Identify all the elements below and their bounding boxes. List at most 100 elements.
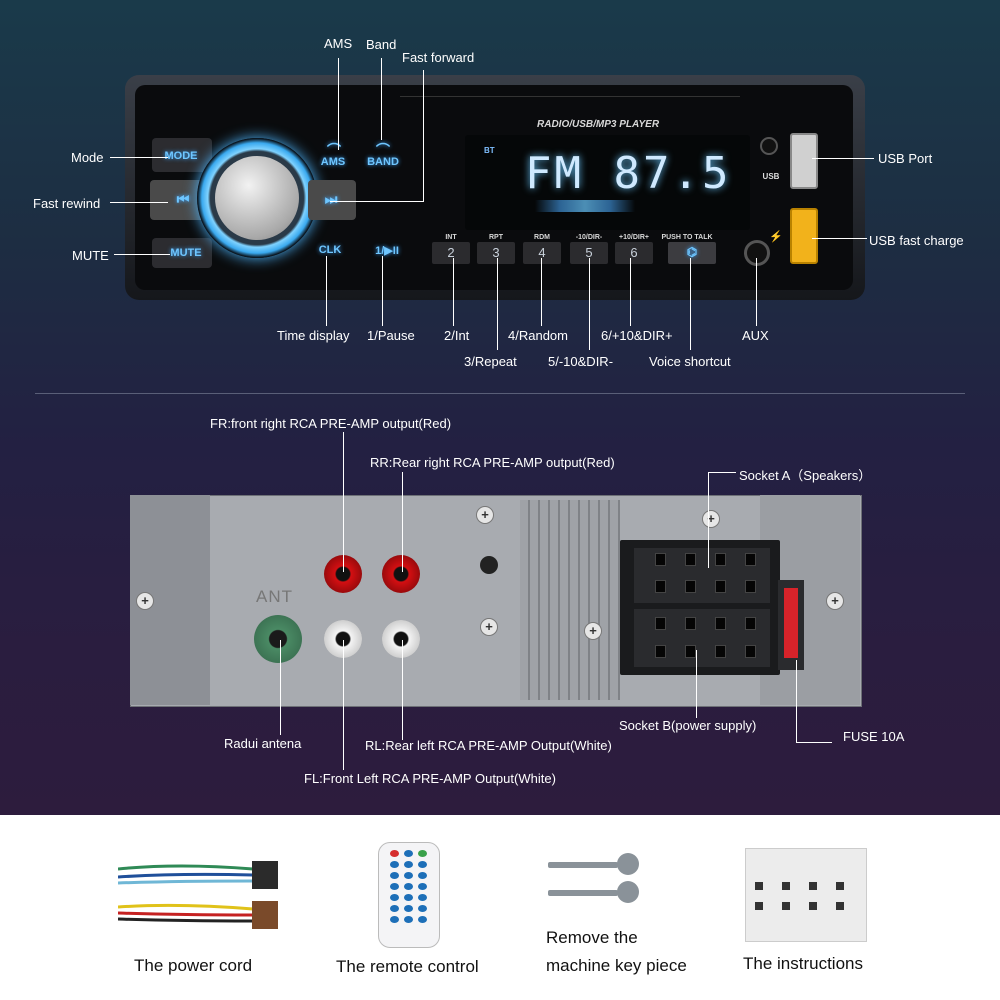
remote-button xyxy=(404,850,413,857)
usb-port[interactable] xyxy=(790,133,818,189)
rewind-icon: ⏮ xyxy=(176,191,190,207)
remote-button xyxy=(418,905,427,912)
ant-label: ANT xyxy=(256,587,293,606)
screw-mid: + xyxy=(480,618,498,636)
socket-b-pin xyxy=(655,645,666,658)
remote-button xyxy=(404,894,413,901)
mount-hole xyxy=(480,556,498,574)
remote-button xyxy=(390,883,399,890)
label-radio-antenna: Radui antena xyxy=(224,736,302,751)
label-aux: AUX xyxy=(742,328,769,343)
label-fl: FL:Front Left RCA PRE-AMP Output(White) xyxy=(304,771,556,786)
remote-button xyxy=(390,861,399,868)
ams-icon: ⌒ xyxy=(327,142,341,158)
ams-button[interactable]: AMS xyxy=(320,156,346,168)
preset-key-3[interactable]: 3 xyxy=(477,242,515,264)
instruction-icon xyxy=(755,882,763,890)
screw-top: + xyxy=(476,506,494,524)
fast-forward-button[interactable] xyxy=(308,180,356,220)
socket-b-pin xyxy=(685,645,696,658)
mode-button-label: MODE xyxy=(164,150,198,162)
instruction-icon xyxy=(782,882,790,890)
instruction-icon xyxy=(809,882,817,890)
bt-indicator: BT xyxy=(484,146,495,155)
instruction-icon xyxy=(836,902,844,910)
socket-a-pin xyxy=(745,553,756,566)
battery-charge-icon: ⚡ xyxy=(769,231,783,243)
remote-button xyxy=(404,883,413,890)
instructions-image xyxy=(745,848,867,942)
socket-a-pin xyxy=(685,580,696,593)
removal-keys-image xyxy=(548,853,639,903)
label-repeat: 3/Repeat xyxy=(464,354,517,369)
rca-rl-jack[interactable] xyxy=(382,620,420,658)
remote-button xyxy=(418,894,427,901)
remote-button xyxy=(418,916,427,923)
remote-button xyxy=(390,905,399,912)
socket-a-pin xyxy=(655,553,666,566)
key-caption-5: -10/DIR- xyxy=(575,234,603,241)
label-usb-fast-charge: USB fast charge xyxy=(869,233,964,248)
forward-icon: ⏭ xyxy=(324,191,338,207)
usb-fast-charge-port[interactable] xyxy=(790,208,818,264)
socket-b-pin xyxy=(685,617,696,630)
socket-a-pin xyxy=(715,553,726,566)
label-remote: The remote control xyxy=(336,957,479,976)
label-dir-plus: 6/+10&DIR+ xyxy=(601,328,673,343)
band-button[interactable]: BAND xyxy=(367,156,399,168)
label-key-line1: Remove the xyxy=(546,928,638,947)
instruction-icon xyxy=(782,902,790,910)
aux-jack[interactable] xyxy=(744,240,770,266)
label-fast-rewind: Fast rewind xyxy=(33,196,101,211)
remote-button xyxy=(404,861,413,868)
heat-sink-ribs xyxy=(520,500,620,700)
label-mode: Mode xyxy=(71,150,104,165)
preset-key-5[interactable]: 5 xyxy=(570,242,608,264)
remote-button xyxy=(404,872,413,879)
label-fast-forward: Fast forward xyxy=(402,50,475,65)
preset-key-4[interactable]: 4 xyxy=(523,242,561,264)
remote-button xyxy=(418,872,427,879)
volume-knob[interactable] xyxy=(215,156,299,240)
label-key-line2: machine key piece xyxy=(546,956,687,975)
key-caption-2: INT xyxy=(445,234,457,241)
play-pause-button[interactable]: 1/▶II xyxy=(375,245,399,257)
label-mute: MUTE xyxy=(72,248,109,263)
mic-hole xyxy=(760,137,778,155)
socket-a-pin xyxy=(715,580,726,593)
remote-button xyxy=(390,894,399,901)
key-caption-3: RPT xyxy=(489,234,503,241)
screw-right: + xyxy=(826,592,844,610)
remote-button xyxy=(418,850,427,857)
preset-key-6[interactable]: 6 xyxy=(615,242,653,264)
section-divider xyxy=(35,393,965,394)
clk-button[interactable]: CLK xyxy=(318,244,342,256)
mute-button[interactable] xyxy=(152,238,212,268)
player-title: RADIO/USB/MP3 PLAYER xyxy=(537,119,660,130)
mute-button-label: MUTE xyxy=(170,247,202,259)
instruction-icon xyxy=(836,882,844,890)
mode-button[interactable] xyxy=(152,138,212,172)
label-dir-minus: 5/-10&DIR- xyxy=(548,354,614,369)
label-rr: RR:Rear right RCA PRE-AMP output(Red) xyxy=(370,455,615,470)
socket-b-pin xyxy=(745,645,756,658)
label-instructions: The instructions xyxy=(743,954,863,973)
display-frequency: FM 87.5 xyxy=(525,148,732,199)
key-caption-4: RDM xyxy=(534,234,550,241)
antenna-jack[interactable] xyxy=(254,615,302,663)
band-icon: ⌒ xyxy=(376,142,390,158)
remote-button xyxy=(418,883,427,890)
preset-key-2[interactable]: 2 xyxy=(432,242,470,264)
label-fr: FR:front right RCA PRE-AMP output(Red) xyxy=(210,416,452,431)
power-cord-image xyxy=(118,861,278,929)
instruction-icon xyxy=(809,902,817,910)
label-pause: 1/Pause xyxy=(367,328,415,343)
remote-button xyxy=(390,850,399,857)
remote-button xyxy=(404,905,413,912)
socket-b-pin xyxy=(715,617,726,630)
usb-label: USB xyxy=(762,172,780,181)
key-caption-6: +10/DIR+ xyxy=(619,234,649,241)
screw-left: + xyxy=(136,592,154,610)
push-to-talk-button[interactable] xyxy=(668,242,716,264)
rca-rr-jack[interactable] xyxy=(382,555,420,593)
